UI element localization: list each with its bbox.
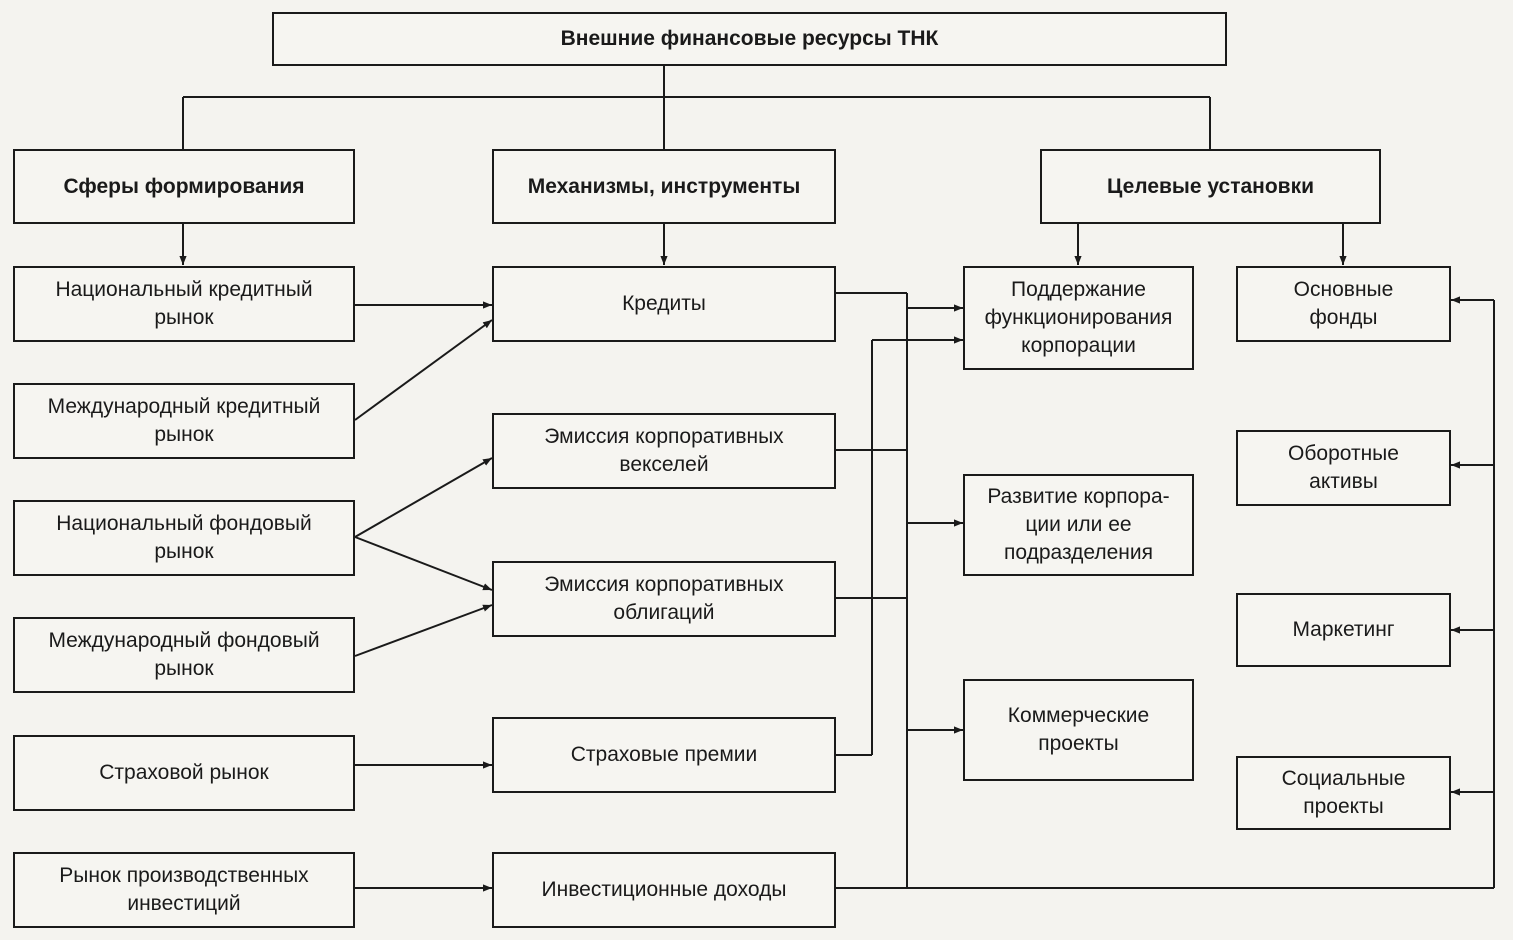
asset-marketing: Маркетинг (1236, 593, 1451, 667)
diagram-title: Внешние финансовые ресурсы ТНК (272, 12, 1227, 66)
sphere-international-stock-market: Международный фондовый рынок (13, 617, 355, 693)
sphere-production-investment-market: Рынок производственных инвестиций (13, 852, 355, 928)
header-targets: Целевые установки (1040, 149, 1381, 224)
header-spheres: Сферы формирования (13, 149, 355, 224)
asset-social-projects: Социальные проекты (1236, 756, 1451, 830)
goal-support-operations: Поддержание функционирования корпорации (963, 266, 1194, 370)
asset-fixed-assets: Основные фонды (1236, 266, 1451, 342)
mechanism-corporate-bills: Эмиссия корпоративных векселей (492, 413, 836, 489)
sphere-national-stock-market: Национальный фондовый рынок (13, 500, 355, 576)
sphere-international-credit-market: Международный кредитный рынок (13, 383, 355, 459)
mechanism-insurance-premiums: Страховые премии (492, 717, 836, 793)
mechanism-credits: Кредиты (492, 266, 836, 342)
sphere-national-credit-market: Национальный кредитный рынок (13, 266, 355, 342)
header-mechanisms: Механизмы, инструменты (492, 149, 836, 224)
sphere-insurance-market: Страховой рынок (13, 735, 355, 811)
mechanism-investment-income: Инвестиционные доходы (492, 852, 836, 928)
goal-development: Развитие корпора- ции или ее подразделен… (963, 474, 1194, 576)
goal-commercial-projects: Коммерческие проекты (963, 679, 1194, 781)
mechanism-corporate-bonds: Эмиссия корпоративных облигаций (492, 561, 836, 637)
asset-working-capital: Оборотные активы (1236, 430, 1451, 506)
